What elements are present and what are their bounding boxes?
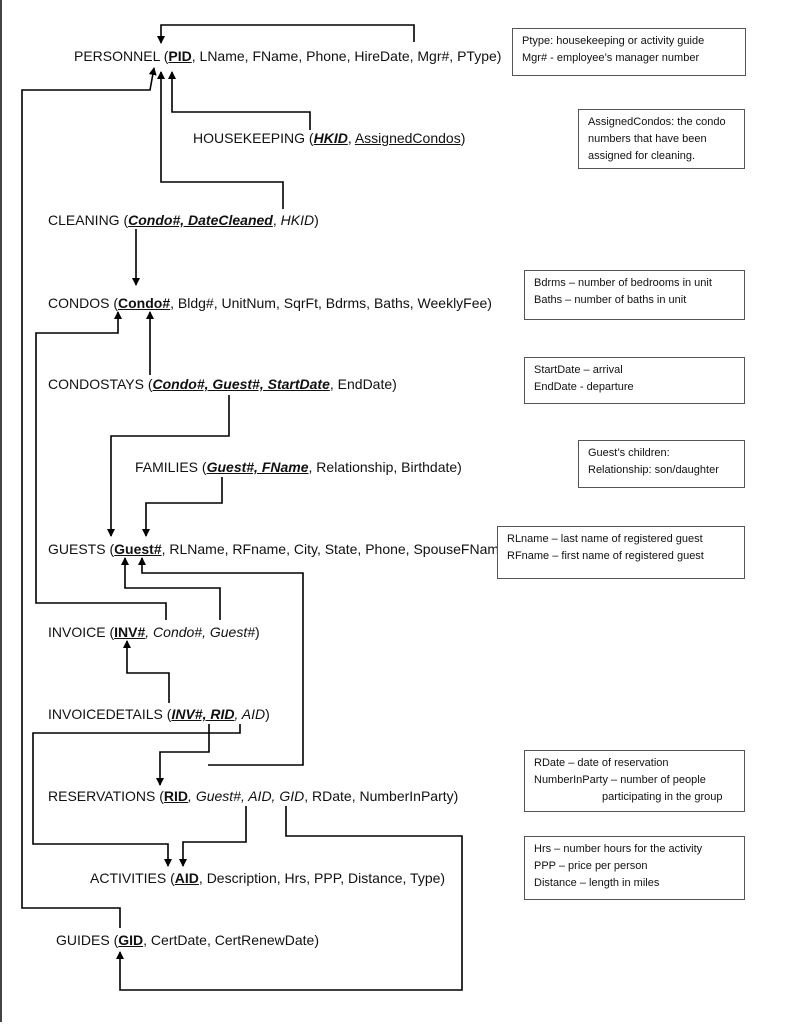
relation-invoice: INVOICE (INV#, Condo#, Guest#): [48, 624, 260, 640]
relation-name: GUESTS: [48, 541, 106, 557]
primary-key: PID: [168, 48, 192, 64]
relation-condostays: CONDOSTAYS (Condo#, Guest#, StartDate, E…: [48, 376, 397, 392]
relation-name: PERSONNEL: [74, 48, 160, 64]
relation-condos: CONDOS (Condo#, Bldg#, UnitNum, SqrFt, B…: [48, 295, 492, 311]
relation-housekeeping: HOUSEKEEPING (HKID, AssignedCondos): [193, 130, 466, 146]
line-cleaning-to-personnel: [157, 71, 284, 209]
attributes: , Bldg#, UnitNum, SqrFt, Bdrms, Baths, W…: [170, 295, 492, 311]
foreign-keys: , Condo#, Guest#: [145, 624, 256, 640]
line-invoicedetails-to-reservations: [156, 724, 210, 786]
attributes: , LName, FName, Phone, HireDate, Mgr#, P…: [191, 48, 502, 64]
attributes: , CertDate, CertRenewDate): [143, 932, 319, 948]
relation-families: FAMILIES (Guest#, FName, Relationship, B…: [135, 459, 462, 475]
relation-name: FAMILIES: [135, 459, 199, 475]
line-condostays-to-guests: [107, 395, 230, 537]
attribute-assigned-condos: AssignedCondos: [354, 130, 461, 146]
note-housekeeping: AssignedCondos: the condo numbers that h…: [578, 109, 745, 169]
relation-name: ACTIVITIES: [90, 870, 167, 886]
attributes: , RLName, RFname, City, State, Phone, Sp…: [161, 541, 512, 557]
primary-key: AID: [174, 870, 199, 886]
relation-guests: GUESTS (Guest#, RLName, RFname, City, St…: [48, 541, 512, 557]
attributes: , Relationship, Birthdate): [308, 459, 462, 475]
note-condostays: StartDate – arrival EndDate - departure: [524, 357, 745, 404]
note-guests: RLname – last name of registered guest R…: [497, 526, 745, 579]
line-invoicedetails-to-invoice: [123, 640, 170, 703]
line-guides-to-personnel: [21, 67, 157, 928]
line-invoice-to-condos: [35, 311, 167, 620]
line-invoice-to-guests: [121, 557, 221, 620]
line-mgr-to-pid: [157, 24, 415, 44]
attributes: , Description, Hrs, PPP, Distance, Type): [198, 870, 446, 886]
note-families: Guest’s children: Relationship: son/daug…: [578, 440, 745, 488]
primary-key: Condo#: [118, 295, 171, 311]
primary-key: INV#: [114, 624, 146, 640]
line-reservations-to-activities: [179, 806, 247, 867]
relation-name: HOUSEKEEPING: [193, 130, 306, 146]
primary-key: RID: [163, 788, 189, 804]
relation-invoicedetails: INVOICEDETAILS (INV#, RID, AID): [48, 706, 270, 722]
line-housekeeping-to-personnel: [168, 71, 311, 130]
primary-key: Guest#, FName: [206, 459, 309, 475]
relation-name: CONDOSTAYS: [48, 376, 144, 392]
note-reservations: RDate – date of reservation NumberInPart…: [524, 750, 745, 812]
relation-guides: GUIDES (GID, CertDate, CertRenewDate): [56, 932, 319, 948]
attributes: , EndDate): [329, 376, 397, 392]
relation-name: INVOICE: [48, 624, 106, 640]
line-reservations-to-guides: [116, 806, 463, 991]
note-personnel: Ptype: housekeeping or activity guide Mg…: [512, 28, 746, 76]
note-activities: Hrs – number hours for the activity PPP …: [524, 836, 745, 900]
line-invoicedetails-to-activities: [32, 724, 241, 867]
relation-name: RESERVATIONS: [48, 788, 156, 804]
relation-name: CLEANING: [48, 212, 120, 228]
primary-key: GID: [118, 932, 144, 948]
primary-key: INV#, RID: [171, 706, 235, 722]
primary-key: Condo#, Guest#, StartDate: [152, 376, 330, 392]
relation-cleaning: CLEANING (Condo#, DateCleaned, HKID): [48, 212, 319, 228]
attributes: , RDate, NumberInParty): [304, 788, 459, 804]
relation-reservations: RESERVATIONS (RID, Guest#, AID, GID, RDa…: [48, 788, 459, 804]
relation-activities: ACTIVITIES (AID, Description, Hrs, PPP, …: [90, 870, 446, 886]
relation-name: CONDOS: [48, 295, 110, 311]
foreign-key: HKID: [280, 212, 315, 228]
relation-name: GUIDES: [56, 932, 110, 948]
primary-key: HKID: [313, 130, 348, 146]
relation-personnel: PERSONNEL (PID, LName, FName, Phone, Hir…: [74, 48, 502, 64]
note-condos: Bdrms – number of bedrooms in unit Baths…: [524, 270, 745, 320]
primary-key: Guest#: [114, 541, 162, 557]
primary-key: Condo#, DateCleaned: [128, 212, 273, 228]
relation-name: INVOICEDETAILS: [48, 706, 163, 722]
foreign-key: , AID: [234, 706, 266, 722]
foreign-keys: , Guest#, AID, GID: [188, 788, 305, 804]
line-families-to-guests: [142, 477, 223, 537]
line-reservations-to-guests: [138, 557, 304, 766]
